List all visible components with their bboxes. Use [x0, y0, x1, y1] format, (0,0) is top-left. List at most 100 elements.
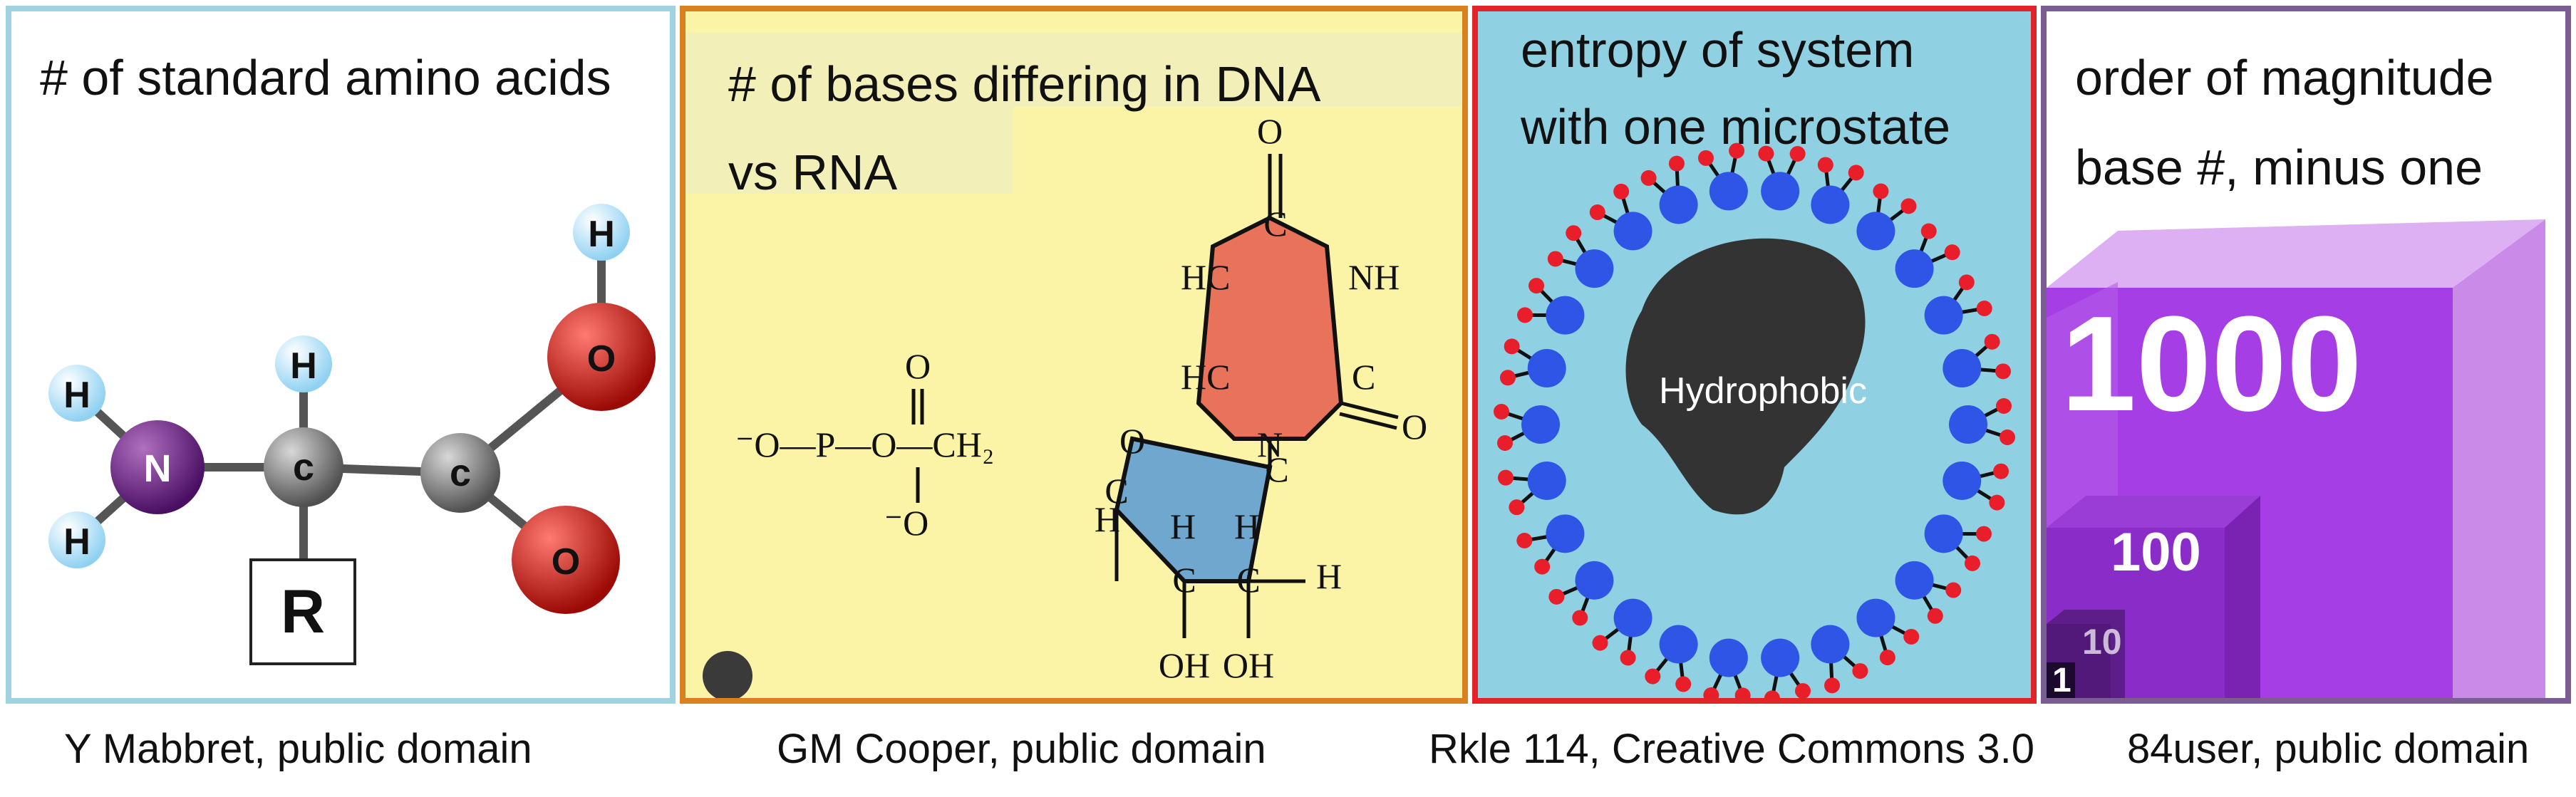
lipid-tail-end [1945, 582, 1962, 598]
panel-micelle-entropy: entropy of system with one microstate Hy… [1472, 6, 2037, 704]
oxygen-atom [512, 506, 620, 614]
lipid-tail-end [1566, 225, 1582, 241]
image-credit: GM Cooper, public domain [777, 726, 1266, 772]
atom-label: H [1316, 556, 1342, 596]
atom-label: O [1119, 421, 1145, 461]
lipid-tail-end [1729, 142, 1745, 159]
lipid-head [1575, 561, 1614, 600]
atom-label: NH [1348, 257, 1400, 297]
atom-label: O [1402, 407, 1427, 447]
lipid-tail-end [1640, 170, 1657, 186]
lipid-tail-end [1592, 635, 1608, 651]
atom-label: ⁻O [884, 503, 929, 543]
hydrogen-atom [573, 204, 630, 261]
lipid-tail-end [1645, 668, 1661, 684]
panel-title: order of magnitude base #, minus one [2075, 33, 2494, 212]
lipid-tail-end [1824, 677, 1841, 694]
atom-label: HC [1181, 357, 1230, 397]
lipid-head [1613, 212, 1652, 251]
record-dot-icon [703, 651, 752, 698]
title-line: entropy of system [1521, 22, 1915, 78]
lipid-tail-end [1944, 244, 1960, 261]
hydroxyl-label: OH [1159, 645, 1210, 685]
lipid-head [1659, 625, 1698, 664]
lipid-head [1659, 185, 1698, 224]
lipid-tail-end [1734, 687, 1751, 698]
lipid-tail-end [1758, 145, 1774, 162]
cube-face [2225, 496, 2260, 698]
lipid-head [1895, 561, 1934, 600]
lipid-head [1527, 461, 1566, 500]
lipid-head [1895, 249, 1934, 288]
atom-label: H [1234, 506, 1260, 546]
lipid-tail-end [1620, 650, 1636, 666]
atom-label: C [1172, 560, 1196, 600]
atom-label: O [905, 346, 931, 386]
lipid-head [1856, 598, 1895, 637]
lipid-head [1709, 638, 1748, 677]
nucleotide-structure: O C HC NH HC C O N ⁻O—P—O—CH₂ O ⁻O O H H… [735, 111, 1427, 685]
atom-label: H [1095, 499, 1120, 539]
lipid-tail-end [1534, 558, 1551, 575]
title-line: vs RNA [728, 145, 898, 200]
lipid-tail-end [1572, 610, 1588, 626]
lipid-tail-end [1548, 588, 1565, 605]
hydrogen-atom [48, 511, 105, 568]
amino-acid-molecule: R H H H H N c c O O [48, 204, 656, 665]
lipid-head [1613, 598, 1652, 637]
image-credit: 84user, public domain [2127, 726, 2530, 772]
lipid-tail-end [1613, 183, 1630, 199]
cube-label-1: 1 [2052, 662, 2071, 699]
lipid-tail-end [1795, 683, 1811, 698]
atom-label: C [1263, 204, 1287, 244]
lipid-head [1811, 185, 1850, 224]
lipid-head [1949, 405, 1987, 444]
lipid-tail-end [1920, 223, 1937, 239]
panel-title: # of bases differing in DNA vs RNA [728, 40, 1320, 217]
image-credit: Rkle 114, Creative Commons 3.0 [1429, 726, 2034, 772]
oxygen-label: O [587, 338, 616, 380]
lipid-tail-end [1547, 251, 1563, 267]
carbon-atom [420, 433, 500, 513]
atom-label: C [1236, 560, 1260, 600]
hydrogen-label: H [290, 345, 317, 387]
lipid-tail-end [1504, 338, 1520, 355]
lipid-tail-end [1817, 157, 1833, 173]
title-band [686, 33, 1462, 107]
panel-amino-acids: # of standard amino acids R H H H H [6, 6, 676, 704]
lipid-tail-end [1900, 198, 1917, 214]
oxygen-atom [547, 303, 656, 411]
atom-label: C [1352, 357, 1375, 397]
atom-label: N [1257, 424, 1283, 464]
panel-orders-of-magnitude: order of magnitude base #, minus one 100… [2041, 6, 2571, 704]
atom-label: C [1105, 471, 1128, 511]
cube-label-10: 10 [2082, 622, 2122, 662]
micelle-diagram: Hydrophobic [1494, 142, 2015, 698]
lipid-tail-end [1498, 469, 1514, 486]
r-group-box [249, 558, 356, 665]
oxygen-label: O [552, 541, 580, 583]
lipid-tail-end [1958, 274, 1975, 291]
lipid-tail-end [1873, 183, 1889, 199]
lipid-head [1761, 172, 1800, 211]
cube-face [2047, 219, 2545, 288]
lipid-tail-end [1975, 526, 1992, 542]
hydrogen-label: H [588, 214, 615, 255]
lipid-tail-end [1589, 204, 1605, 221]
lipid-head [1521, 405, 1560, 444]
atom-label: C [1265, 449, 1288, 489]
lipid-head [1761, 638, 1800, 677]
lipid-head [1575, 249, 1614, 288]
cube-label-100: 100 [2111, 522, 2201, 583]
lipid-tail-end [1517, 307, 1533, 323]
carbon-label: c [450, 452, 471, 494]
lipid-tail-end [2000, 429, 2015, 445]
lipid-tail-end [1764, 690, 1780, 698]
nitrogen-atom [110, 420, 205, 514]
lipid-head [1924, 514, 1963, 553]
lipid-tail-end [1964, 555, 1980, 571]
lipid-head [1856, 212, 1895, 251]
lipid-tail-end [1698, 150, 1714, 166]
lipid-tail-end [1499, 370, 1516, 386]
lipid-tail-end [1903, 628, 1920, 645]
